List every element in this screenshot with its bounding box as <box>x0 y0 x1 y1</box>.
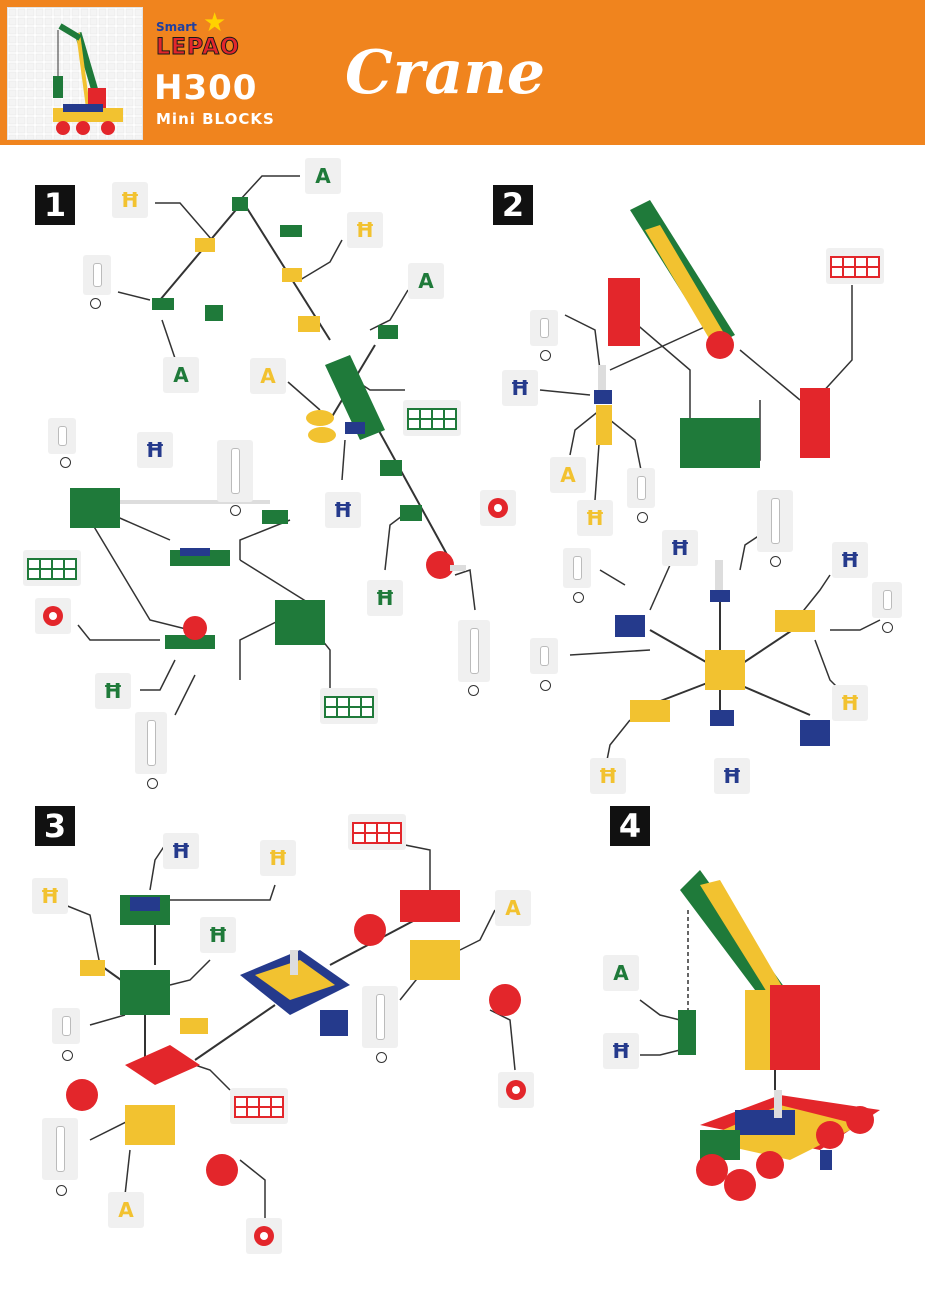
part-callout-green-plate <box>403 400 461 436</box>
part-callout-blue-connector: Ħ <box>163 833 199 869</box>
part-callout-long-axle <box>42 1118 78 1180</box>
ring-icon <box>56 1185 67 1196</box>
crane-thumbnail <box>7 7 143 140</box>
header-banner: Smart ★ LEPAO H300 Mini BLOCKS Crane <box>0 0 925 145</box>
part-callout-yellow-connector: Ħ <box>577 500 613 536</box>
part-callout-blue-connector: Ħ <box>603 1033 639 1069</box>
part-callout-red-wheel <box>480 490 516 526</box>
part-callout-blue-connector: Ħ <box>137 432 173 468</box>
part-callout-red-wheel <box>498 1072 534 1108</box>
ring-icon <box>468 685 479 696</box>
part-callout-green-a: A <box>305 158 341 194</box>
part-callout-yellow-connector: Ħ <box>32 878 68 914</box>
part-callout-red-plate <box>230 1088 288 1124</box>
part-callout-short-axle <box>83 255 111 295</box>
part-callout-short-axle <box>48 418 76 454</box>
part-callout-short-axle <box>563 548 591 588</box>
ring-icon <box>147 778 158 789</box>
part-callout-green-plate <box>320 688 378 724</box>
ring-icon <box>882 622 893 633</box>
part-callout-yellow-a: A <box>250 358 286 394</box>
part-callout-green-a: A <box>408 263 444 299</box>
part-callout-yellow-connector: Ħ <box>260 840 296 876</box>
star-icon: ★ <box>203 8 227 38</box>
part-callout-yellow-connector: Ħ <box>832 685 868 721</box>
ring-icon <box>637 512 648 523</box>
ring-icon <box>540 680 551 691</box>
ring-icon <box>230 505 241 516</box>
part-callout-long-axle <box>757 490 793 552</box>
part-callout-yellow-a: A <box>108 1192 144 1228</box>
ring-icon <box>770 556 781 567</box>
part-callout-yellow-connector: Ħ <box>347 212 383 248</box>
part-callout-short-axle <box>52 1008 80 1044</box>
model-number: H300 <box>154 68 258 108</box>
part-callout-red-wheel <box>35 598 71 634</box>
part-callout-red-plate <box>826 248 884 284</box>
part-callout-green-a: A <box>163 357 199 393</box>
part-callout-long-axle <box>458 620 490 682</box>
part-callout-green-plate <box>23 550 81 586</box>
part-callout-long-axle <box>217 440 253 502</box>
logo-lepao-text: LEPAO <box>156 35 240 60</box>
part-callout-green-connector: Ħ <box>200 917 236 953</box>
ring-icon <box>62 1050 73 1061</box>
ring-icon <box>573 592 584 603</box>
part-callout-blue-connector: Ħ <box>325 492 361 528</box>
part-callout-blue-connector: Ħ <box>502 370 538 406</box>
part-callout-yellow-a: A <box>495 890 531 926</box>
step-badge-4: 4 <box>610 806 650 846</box>
part-callout-blue-connector: Ħ <box>714 758 750 794</box>
ring-icon <box>376 1052 387 1063</box>
part-callout-short-axle <box>872 582 902 618</box>
part-callout-red-plate <box>348 814 406 850</box>
logo-lepao: LEPAO <box>156 35 240 60</box>
step-badge-2: 2 <box>493 185 533 225</box>
model-subline: Mini BLOCKS <box>156 110 275 128</box>
ring-icon <box>60 457 71 468</box>
part-callout-long-axle <box>135 712 167 774</box>
part-callout-long-axle <box>362 986 398 1048</box>
part-callout-yellow-connector: Ħ <box>590 758 626 794</box>
step-badge-1: 1 <box>35 185 75 225</box>
part-callout-green-connector: Ħ <box>367 580 403 616</box>
part-callout-blue-connector: Ħ <box>662 530 698 566</box>
part-callout-green-connector: Ħ <box>95 673 131 709</box>
ring-icon <box>90 298 101 309</box>
page-title: Crane <box>345 38 546 108</box>
part-callout-short-axle <box>627 468 655 508</box>
part-callout-red-wheel <box>246 1218 282 1254</box>
ring-icon <box>540 350 551 361</box>
part-callout-short-axle <box>530 638 558 674</box>
part-callout-blue-connector: Ħ <box>832 542 868 578</box>
part-callout-green-a: A <box>603 955 639 991</box>
step-badge-3: 3 <box>35 806 75 846</box>
part-callout-short-axle <box>530 310 558 346</box>
part-callout-yellow-connector: Ħ <box>112 182 148 218</box>
logo-smart-text: Smart <box>156 20 197 34</box>
part-callout-yellow-a: A <box>550 457 586 493</box>
